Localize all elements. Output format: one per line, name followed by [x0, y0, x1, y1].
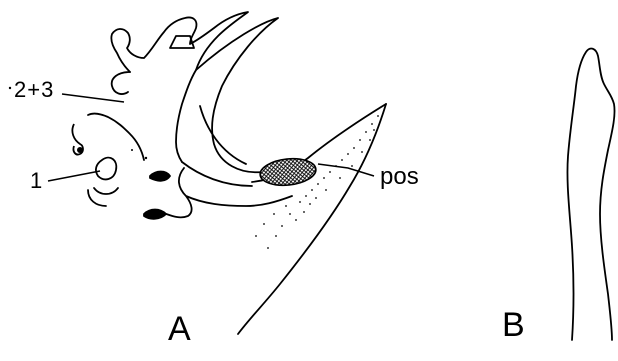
panel-b-drawing — [567, 49, 614, 340]
leader-1 — [48, 171, 100, 181]
label-1: 1 — [30, 168, 42, 193]
left-lobe — [112, 72, 130, 94]
label-panel-b: B — [502, 306, 525, 344]
label-panel-a: A — [168, 310, 191, 348]
lower-body-line — [182, 162, 252, 186]
segment-1-structure — [88, 158, 118, 206]
inner-blade-curve — [200, 106, 246, 164]
crescent-blade — [196, 18, 278, 172]
leader-2-3 — [62, 94, 124, 102]
hook-left-low — [144, 210, 166, 219]
hook-left-mid — [150, 172, 170, 181]
leader-pos — [318, 164, 374, 176]
hatched-structure — [259, 156, 317, 188]
label-2-3: 2+3 — [14, 77, 54, 102]
teardrop-dot — [77, 147, 83, 153]
panel-b-outline — [567, 49, 614, 340]
spine-inner — [238, 104, 386, 334]
panel-a-drawing — [88, 12, 386, 334]
label-pos: pos — [380, 163, 419, 190]
